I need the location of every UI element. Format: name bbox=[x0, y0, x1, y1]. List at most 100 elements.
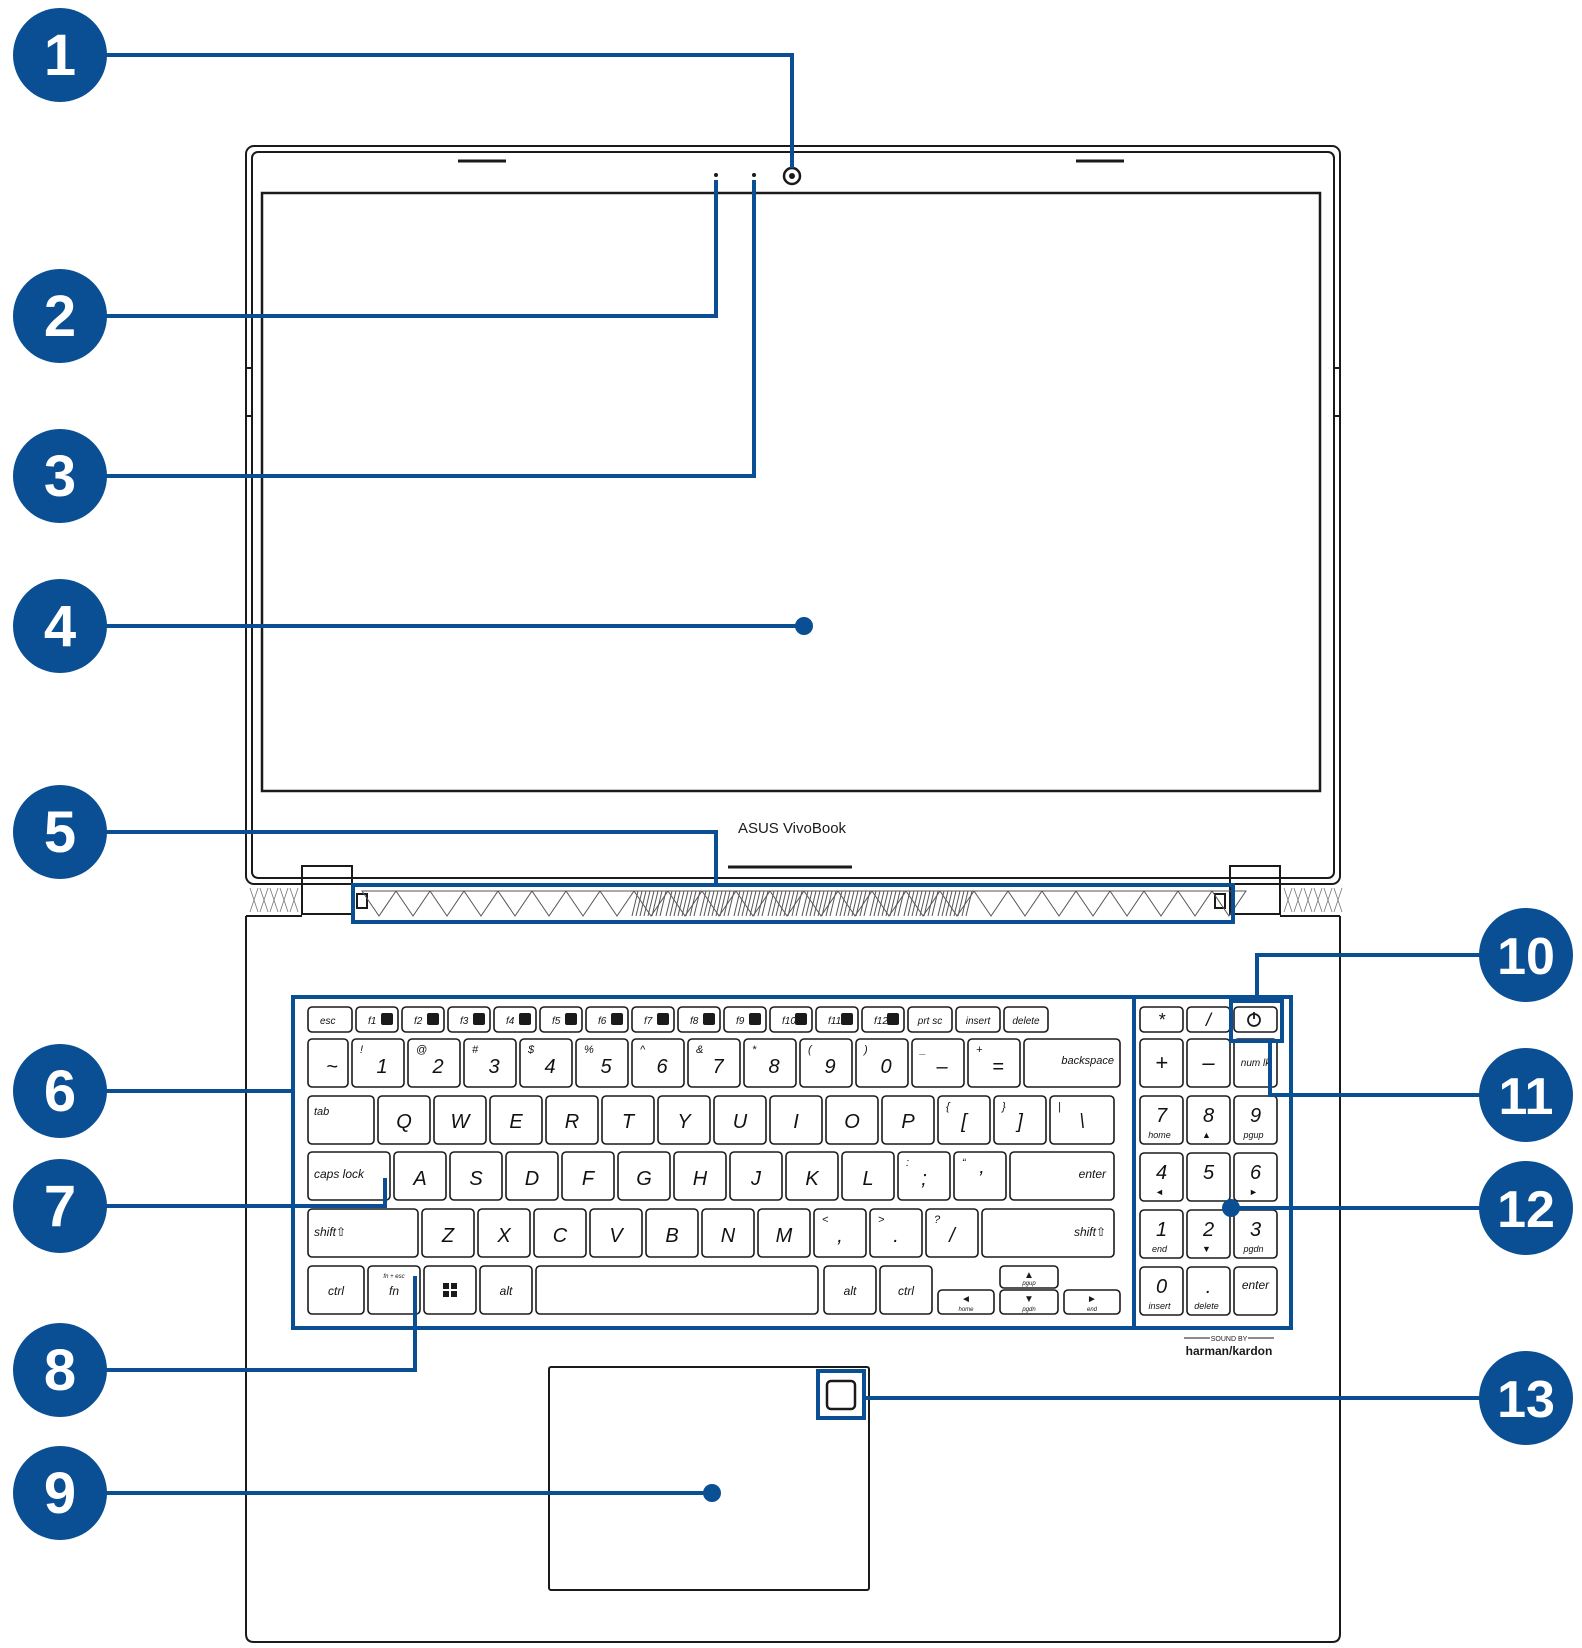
key-fn-f7[interactable]: f7 bbox=[631, 1006, 675, 1033]
key-num-1[interactable]: 1! bbox=[351, 1038, 405, 1088]
key-numpad-row3-1[interactable]: 8▲ bbox=[1186, 1095, 1231, 1145]
key-q-blank[interactable]: [{ bbox=[937, 1095, 991, 1145]
key-numpad-r2-0[interactable]: + bbox=[1139, 1038, 1184, 1088]
key-h-d[interactable]: D bbox=[505, 1151, 559, 1201]
key-numpad-row4-1[interactable]: 5 bbox=[1186, 1152, 1231, 1202]
key-arrow-down[interactable]: ▼pgdn bbox=[999, 1289, 1059, 1315]
key-fn-f10[interactable]: f10 bbox=[769, 1006, 813, 1033]
key-s-blank[interactable]: .> bbox=[869, 1208, 923, 1258]
key-numpad-row5-1[interactable]: 2▼ bbox=[1186, 1209, 1231, 1259]
key-h-a[interactable]: A bbox=[393, 1151, 447, 1201]
key-s-z[interactable]: Z bbox=[421, 1208, 475, 1258]
key-num-2[interactable]: 2@ bbox=[407, 1038, 461, 1088]
key-numpad-r1-2[interactable] bbox=[1233, 1006, 1278, 1033]
key-fn-prt-sc[interactable]: prt sc bbox=[907, 1006, 953, 1033]
key-q-q[interactable]: Q bbox=[377, 1095, 431, 1145]
key-h-k[interactable]: K bbox=[785, 1151, 839, 1201]
key-q-u[interactable]: U bbox=[713, 1095, 767, 1145]
key-h-j[interactable]: J bbox=[729, 1151, 783, 1201]
key-num-backspace[interactable]: backspace bbox=[1023, 1038, 1121, 1088]
key-s-b[interactable]: B bbox=[645, 1208, 699, 1258]
key-fn-f8[interactable]: f8 bbox=[677, 1006, 721, 1033]
key-numpad-row4-2[interactable]: 6► bbox=[1233, 1152, 1278, 1202]
key-arrow-right[interactable]: ►end bbox=[1063, 1289, 1121, 1315]
key-numpad-r1-1[interactable]: / bbox=[1186, 1006, 1231, 1033]
key-num-3[interactable]: 3# bbox=[463, 1038, 517, 1088]
key-q-i[interactable]: I bbox=[769, 1095, 823, 1145]
key-numpad-r1-0[interactable]: * bbox=[1139, 1006, 1184, 1033]
key-q-e[interactable]: E bbox=[489, 1095, 543, 1145]
key-alt-5[interactable]: alt bbox=[823, 1265, 877, 1315]
key-fn-f12[interactable]: f12 bbox=[861, 1006, 905, 1033]
key-s-shift[interactable]: shift⇧ bbox=[307, 1208, 419, 1258]
key-num-blank[interactable]: =+ bbox=[967, 1038, 1021, 1088]
key-s-blank[interactable]: ,< bbox=[813, 1208, 867, 1258]
key-arrow-up[interactable]: ▲pgup bbox=[999, 1265, 1059, 1289]
key-fn-f6[interactable]: f6 bbox=[585, 1006, 629, 1033]
key-num-5[interactable]: 5% bbox=[575, 1038, 629, 1088]
key-ctrl-6[interactable]: ctrl bbox=[879, 1265, 933, 1315]
key-h-s[interactable]: S bbox=[449, 1151, 503, 1201]
key-numpad-row4-0[interactable]: 4◄ bbox=[1139, 1152, 1184, 1202]
key-fn-delete[interactable]: delete bbox=[1003, 1006, 1049, 1033]
key-h-enter[interactable]: enter bbox=[1009, 1151, 1115, 1201]
key-fn-esc[interactable]: esc bbox=[307, 1006, 353, 1033]
key-s-c[interactable]: C bbox=[533, 1208, 587, 1258]
key-h-g[interactable]: G bbox=[617, 1151, 671, 1201]
key-s-x[interactable]: X bbox=[477, 1208, 531, 1258]
key-h-l[interactable]: L bbox=[841, 1151, 895, 1201]
key-q-y[interactable]: Y bbox=[657, 1095, 711, 1145]
key-num-0[interactable]: 0) bbox=[855, 1038, 909, 1088]
key-q-p[interactable]: P bbox=[881, 1095, 935, 1145]
key-s-n[interactable]: N bbox=[701, 1208, 755, 1258]
key-num-6[interactable]: 6^ bbox=[631, 1038, 685, 1088]
key-q-o[interactable]: O bbox=[825, 1095, 879, 1145]
key-fn-f9[interactable]: f9 bbox=[723, 1006, 767, 1033]
key-num-blank[interactable]: –_ bbox=[911, 1038, 965, 1088]
key-s-shift[interactable]: shift⇧ bbox=[981, 1208, 1115, 1258]
key-q-t[interactable]: T bbox=[601, 1095, 655, 1145]
key-num-4[interactable]: 4$ bbox=[519, 1038, 573, 1088]
key-h-blank[interactable]: ’“ bbox=[953, 1151, 1007, 1201]
key-s-v[interactable]: V bbox=[589, 1208, 643, 1258]
key-num-8[interactable]: 8* bbox=[743, 1038, 797, 1088]
key-num-9[interactable]: 9( bbox=[799, 1038, 853, 1088]
touchpad[interactable] bbox=[548, 1366, 870, 1591]
key-h-caps-lock[interactable]: caps lock bbox=[307, 1151, 391, 1201]
key-h-f[interactable]: F bbox=[561, 1151, 615, 1201]
key-num-7[interactable]: 7& bbox=[687, 1038, 741, 1088]
key-numpad-row6-2[interactable]: enter bbox=[1233, 1266, 1278, 1316]
key-fn-f3[interactable]: f3 bbox=[447, 1006, 491, 1033]
fingerprint-sensor-icon[interactable] bbox=[825, 1379, 857, 1411]
key-ctrl-0[interactable]: ctrl bbox=[307, 1265, 365, 1315]
key-alt-3[interactable]: alt bbox=[479, 1265, 533, 1315]
key-num-blank[interactable]: ~ bbox=[307, 1038, 349, 1088]
key-fn-f4[interactable]: f4 bbox=[493, 1006, 537, 1033]
key-q-blank[interactable]: ]} bbox=[993, 1095, 1047, 1145]
key-fn-f2[interactable]: f2 bbox=[401, 1006, 445, 1033]
key-numpad-r2-2[interactable]: num lk bbox=[1233, 1038, 1278, 1088]
key-s-m[interactable]: M bbox=[757, 1208, 811, 1258]
key-q-r[interactable]: R bbox=[545, 1095, 599, 1145]
key-numpad-row6-1[interactable]: .delete bbox=[1186, 1266, 1231, 1316]
key-q-blank[interactable]: \| bbox=[1049, 1095, 1115, 1145]
key-fn-insert[interactable]: insert bbox=[955, 1006, 1001, 1033]
key-fn-f11[interactable]: f11 bbox=[815, 1006, 859, 1033]
key-fn-f1[interactable]: f1 bbox=[355, 1006, 399, 1033]
key-windows[interactable] bbox=[423, 1265, 477, 1315]
key-q-tab[interactable]: tab bbox=[307, 1095, 375, 1145]
key-fn-f5[interactable]: f5 bbox=[539, 1006, 583, 1033]
key-numpad-r2-1[interactable]: – bbox=[1186, 1038, 1231, 1088]
key-space[interactable] bbox=[535, 1265, 819, 1315]
key-s-blank[interactable]: /? bbox=[925, 1208, 979, 1258]
key-h-h[interactable]: H bbox=[673, 1151, 727, 1201]
key-h-blank[interactable]: ;: bbox=[897, 1151, 951, 1201]
key-arrow-left[interactable]: ◄home bbox=[937, 1289, 995, 1315]
key-q-w[interactable]: W bbox=[433, 1095, 487, 1145]
